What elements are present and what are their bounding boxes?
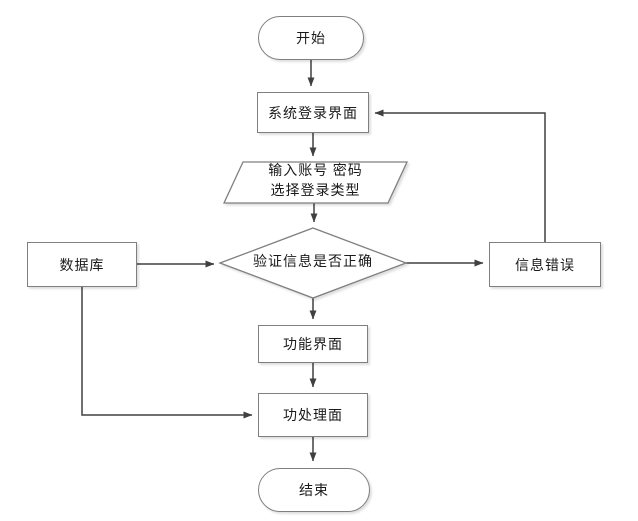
node-login: 系统登录界面 bbox=[257, 92, 369, 133]
node-function-label: 功能界面 bbox=[283, 338, 343, 353]
edge-error-to-login bbox=[374, 109, 546, 242]
node-processing-label: 功处理面 bbox=[283, 409, 343, 424]
node-verify-label-text: 验证信息是否正确 bbox=[253, 255, 373, 270]
node-error-label: 信息错误 bbox=[515, 258, 575, 274]
node-processing: 功处理面 bbox=[258, 393, 368, 437]
node-input-label: 输入账号 密码 选择登录类型 bbox=[233, 161, 398, 203]
node-error: 信息错误 bbox=[489, 242, 601, 287]
node-function: 功能界面 bbox=[258, 325, 368, 363]
node-input-label-line2: 选择登录类型 bbox=[270, 184, 361, 199]
node-database-label: 数据库 bbox=[59, 258, 105, 274]
node-end: 结束 bbox=[258, 468, 370, 512]
node-login-label: 系统登录界面 bbox=[268, 106, 358, 122]
node-end-label: 结束 bbox=[299, 484, 329, 499]
edge-database-to-processing bbox=[81, 287, 253, 419]
node-start: 开始 bbox=[258, 16, 364, 60]
node-start-label: 开始 bbox=[296, 32, 326, 47]
node-verify-label: 验证信息是否正确 bbox=[228, 248, 398, 278]
node-database: 数据库 bbox=[27, 242, 137, 287]
node-input-label-line1: 输入账号 密码 bbox=[268, 164, 363, 179]
